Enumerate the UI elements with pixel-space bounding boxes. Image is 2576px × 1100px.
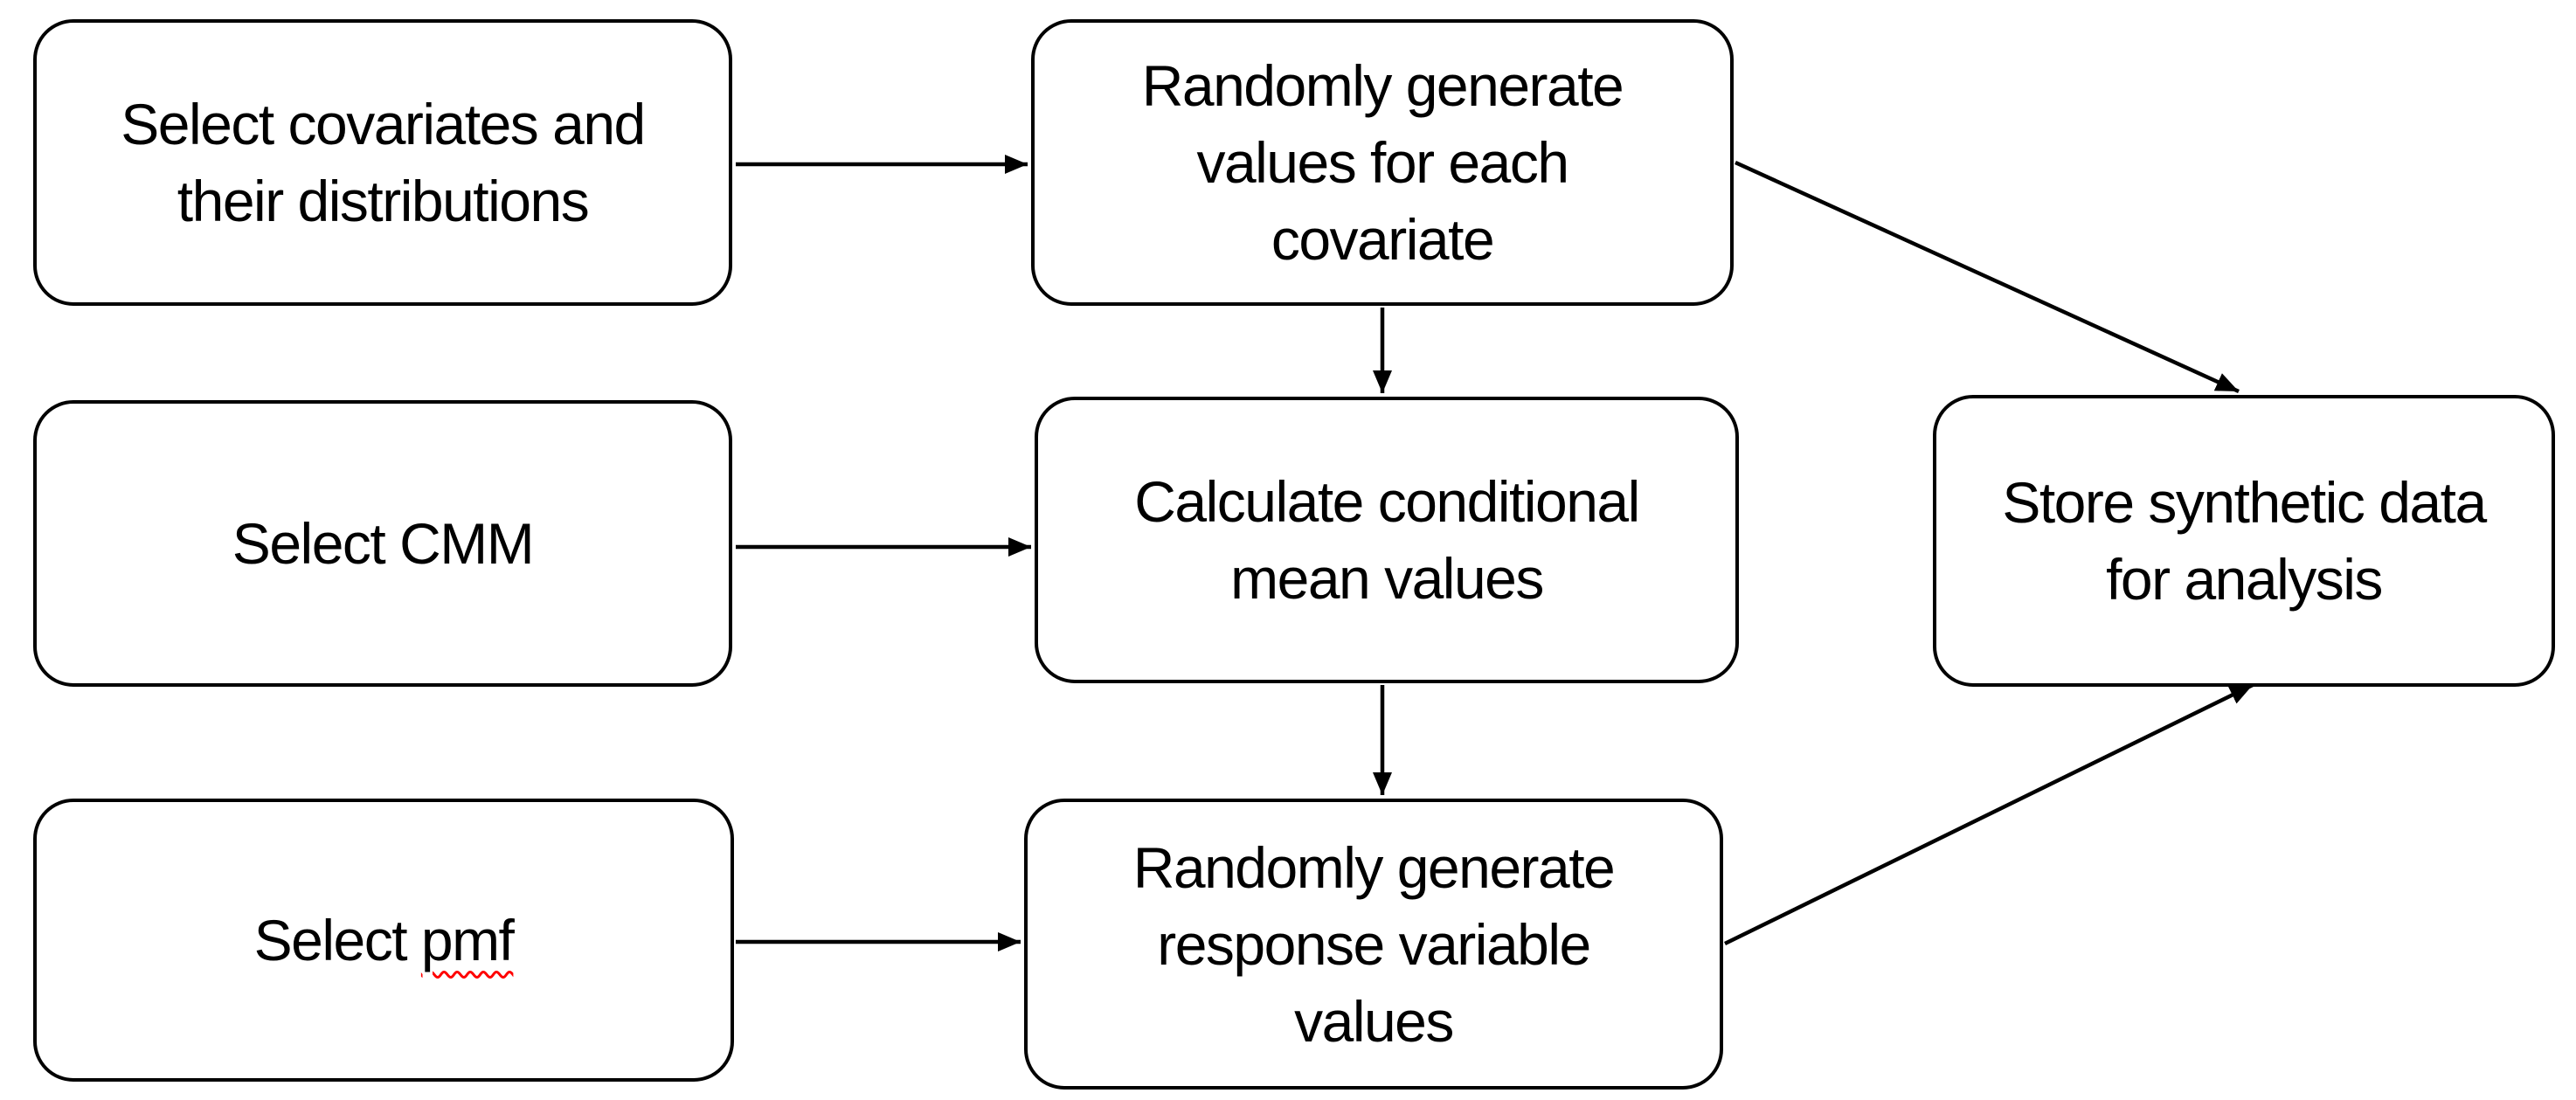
flow-node-select-covariates: Select covariates and their distribution… <box>33 19 732 306</box>
node-label-misspelled-word: pmf <box>420 908 515 972</box>
node-label: Randomly generate response variable valu… <box>1132 834 1616 1054</box>
arrow-generate-covariate-values-to-store-synthetic-data <box>1735 160 2240 394</box>
node-label: Store synthetic data for analysis <box>2002 470 2487 612</box>
node-label: Select covariates and their distribution… <box>121 92 646 233</box>
node-label: Select pmf <box>253 902 515 979</box>
node-label: Calculate conditional mean values <box>1134 469 1640 611</box>
node-label: Select CMM <box>232 511 535 576</box>
arrow-generate-response-values-to-store-synthetic-data <box>1724 682 2254 946</box>
flow-node-store-synthetic-data: Store synthetic data for analysis <box>1933 395 2555 687</box>
flow-node-select-pmf: Select pmf <box>33 799 734 1082</box>
flow-node-generate-covariate-values: Randomly generate values for each covari… <box>1031 19 1734 306</box>
node-label-prefix: Select <box>253 908 421 972</box>
flow-node-calculate-conditional-means: Calculate conditional mean values <box>1035 397 1739 683</box>
node-label: Randomly generate values for each covari… <box>1141 53 1624 272</box>
flow-node-generate-response-values: Randomly generate response variable valu… <box>1024 799 1723 1090</box>
flow-node-select-cmm: Select CMM <box>33 400 732 687</box>
